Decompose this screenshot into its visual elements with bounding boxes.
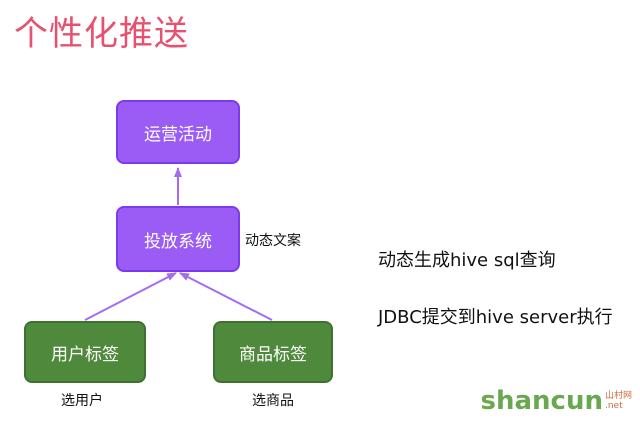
label-select-users: 选用户	[61, 393, 103, 409]
node-user-tags: 用户标签	[24, 321, 146, 383]
node-product-tags: 商品标签	[213, 321, 333, 383]
label-dynamic-copy: 动态文案	[245, 233, 301, 249]
watermark-text: shancun	[480, 386, 603, 416]
label-select-products: 选商品	[252, 393, 294, 409]
watermark-sub: 山村网 .net	[605, 388, 632, 411]
watermark-sub-cn: 山村网	[604, 391, 632, 401]
node-delivery-system: 投放系统	[116, 206, 240, 272]
note-generate-hive-sql: 动态生成hive sql查询	[378, 250, 556, 271]
watermark-sub-net: .net	[604, 401, 623, 411]
note-submit-jdbc: JDBC提交到hive server执行	[378, 307, 613, 328]
arrow-user-tags-to-delivery	[84, 272, 177, 321]
node-ops-activity: 运营活动	[116, 100, 240, 164]
arrow-product-tags-to-delivery	[179, 272, 273, 321]
watermark-logo: shancun 山村网 .net	[481, 387, 633, 415]
slide-title: 个性化推送	[14, 14, 189, 54]
